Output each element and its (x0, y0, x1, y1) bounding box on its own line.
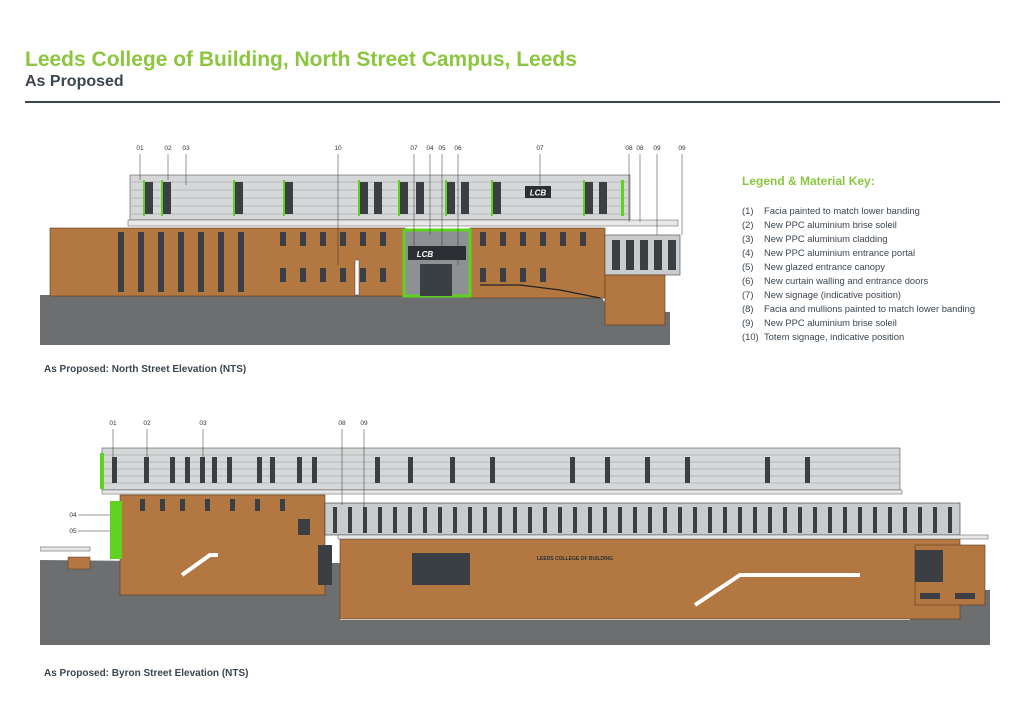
building-sign-text: LEEDS COLLEGE OF BUILDING (537, 556, 613, 562)
legend-material-key: Legend & Material Key: (1) Facia painted … (742, 174, 1012, 344)
legend-item-text: Facia and mullions painted to match lowe… (764, 303, 976, 314)
facia-band (101, 489, 903, 495)
legend-item-text: New PPC aluminium brise soleil (764, 219, 897, 230)
byron-callout-labels: 01 02 03 08 09 04 05 (69, 420, 368, 535)
legend-item-text: New glazed entrance canopy (764, 261, 885, 272)
callout-label: 02 (143, 420, 151, 427)
header-divider (25, 101, 1000, 103)
callout-label: 09 (360, 420, 368, 427)
legend-item: (9) New PPC aluminium brise soleil (742, 316, 1012, 330)
legend-title: Legend & Material Key: (742, 174, 875, 188)
legend-item-text: New signage (indicative position) (764, 289, 902, 300)
podium-louvres (412, 550, 975, 599)
legend-item: (8) Facia and mullions painted to match l… (742, 302, 1012, 316)
ground-plane (40, 295, 670, 345)
callout-label: 08 (625, 145, 633, 152)
brick-tower (119, 494, 326, 596)
north-elevation-caption: As Proposed: North Street Elevation (NTS… (44, 364, 247, 375)
entrance-doors (420, 264, 452, 296)
legend-item-number: (10) (742, 331, 759, 342)
annex-windows (612, 240, 676, 270)
green-entrance-portal (110, 501, 122, 559)
tower-windows (140, 499, 332, 585)
legend-item-number: (4) (742, 247, 754, 258)
callout-label: 10 (334, 145, 342, 152)
callout-label: 07 (536, 145, 544, 152)
podium-coping (337, 534, 989, 540)
green-end-panel (100, 453, 104, 489)
legend-item: (4) New PPC aluminium entrance portal (742, 246, 1012, 260)
callout-label: 04 (69, 512, 77, 519)
upper-windows (143, 180, 624, 216)
byron-elevation-caption: As Proposed: Byron Street Elevation (NTS… (44, 668, 249, 679)
brick-lower-block (49, 227, 406, 297)
callout-label: 03 (199, 420, 207, 427)
legend-item: (1) Facia painted to match lower banding (742, 204, 1012, 218)
callout-label: 04 (426, 145, 434, 152)
legend-item: (7) New signage (indicative position) (742, 288, 1012, 302)
byron-street-elevation-drawing: LEEDS COLLEGE OF BUILDING 01 02 03 08 09… (40, 420, 990, 645)
callout-label: 09 (678, 145, 686, 152)
page-title: Leeds College of Building, North Street … (25, 48, 577, 71)
left-low-wall (40, 546, 91, 552)
callout-label: 01 (109, 420, 117, 427)
annex-brick (604, 274, 666, 326)
legend-item-text: New PPC aluminium cladding (764, 233, 888, 244)
callout-label: 05 (438, 145, 446, 152)
page-subtitle: As Proposed (25, 73, 124, 90)
legend-item-number: (5) (742, 261, 754, 272)
legend-item-text: New PPC aluminium entrance portal (764, 247, 916, 258)
cladding-sign-text: LCB (530, 189, 547, 198)
curtain-walling (324, 502, 961, 536)
callout-label: 03 (182, 145, 190, 152)
legend-item-text: Totem signage, indicative position (764, 331, 905, 342)
cladding-signage (525, 186, 551, 198)
callout-label: 07 (410, 145, 418, 152)
callout-label: 06 (454, 145, 462, 152)
legend-item-number: (9) (742, 317, 754, 328)
curtain-mullions (333, 507, 952, 533)
legend-item-text: New PPC aluminium brise soleil (764, 317, 897, 328)
upper-windows (112, 457, 810, 483)
legend-item-number: (2) (742, 219, 754, 230)
totem-sign (354, 259, 360, 296)
legend-item: (3) New PPC aluminium cladding (742, 232, 1012, 246)
callout-label: 09 (653, 145, 661, 152)
callout-label: 05 (69, 528, 77, 535)
legend-item: (10) Totem signage, indicative position (742, 330, 1012, 344)
callout-leaders (139, 154, 683, 265)
legend-item-text: New curtain walling and entrance doors (764, 275, 929, 286)
lower-windows (118, 232, 586, 292)
legend-item-text: Facia painted to match lower banding (764, 205, 920, 216)
stair-rail (180, 553, 218, 577)
north-callout-labels: 01 02 03 10 07 04 05 06 07 08 08 09 09 (136, 145, 686, 152)
facia-band (127, 219, 679, 227)
legend-item-number: (3) (742, 233, 754, 244)
legend-item-number: (1) (742, 205, 754, 216)
left-planter (67, 556, 91, 570)
ramp-rail (480, 284, 601, 299)
callout-label: 08 (338, 420, 346, 427)
callout-label: 08 (636, 145, 644, 152)
ramp-rail (693, 573, 860, 607)
portal-sign-text: LCB (417, 250, 434, 259)
legend-item-number: (7) (742, 289, 754, 300)
callout-label: 01 (136, 145, 144, 152)
callout-label: 02 (164, 145, 172, 152)
legend-item-number: (6) (742, 275, 754, 286)
entrance-canopy (408, 246, 466, 260)
legend-item-number: (8) (742, 303, 754, 314)
callout-leaders (78, 429, 365, 532)
legend-item: (5) New glazed entrance canopy (742, 260, 1012, 274)
north-street-elevation-drawing: LCB LCB 01 02 03 10 07 (40, 145, 686, 345)
legend-item: (6) New curtain walling and entrance door… (742, 274, 1012, 288)
legend-item: (2) New PPC aluminium brise soleil (742, 218, 1012, 232)
